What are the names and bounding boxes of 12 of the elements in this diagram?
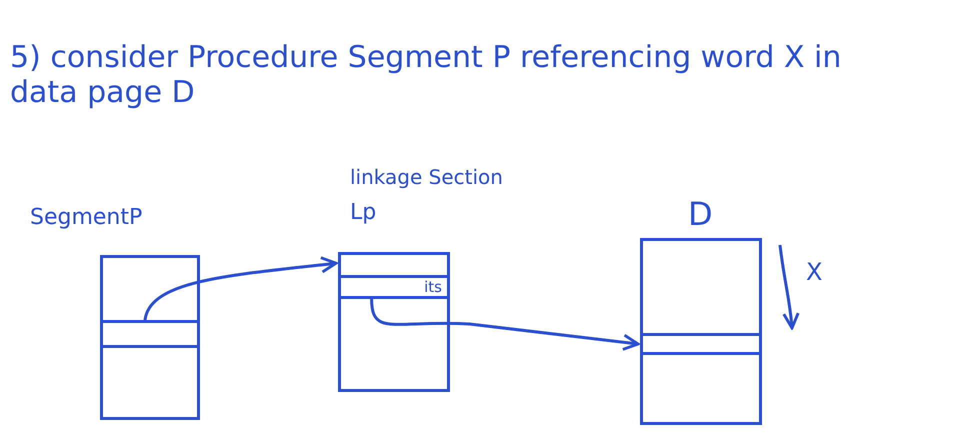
handwritten-title: 5) consider Procedure Segment P referencing word X in data page D <box>10 40 842 110</box>
arrow <box>144 256 338 320</box>
entry-slot <box>338 275 450 299</box>
word-slot <box>100 320 200 348</box>
box-heading: Lp <box>350 200 376 225</box>
arrow <box>370 298 640 351</box>
box-heading: SegmentP <box>30 205 142 230</box>
word-slot <box>640 333 762 355</box>
offset-label: X <box>806 258 822 286</box>
box-heading: linkage Section <box>350 165 503 189</box>
box-heading: D <box>688 195 713 233</box>
slot-label: its <box>424 278 442 296</box>
